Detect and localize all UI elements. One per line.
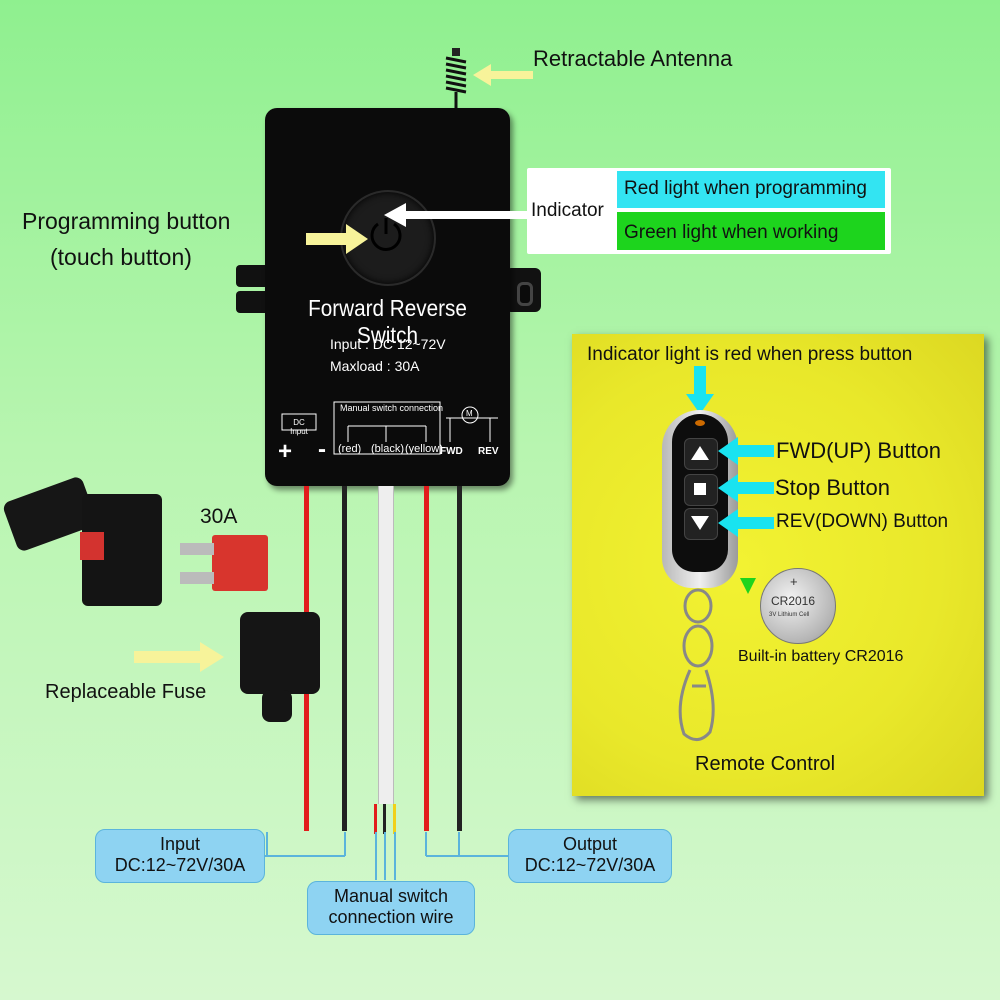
fwd-button-label: FWD(UP) Button xyxy=(776,438,942,463)
antenna-label: Retractable Antenna xyxy=(533,46,733,71)
terminal-minus: - xyxy=(318,436,326,463)
input-bubble: Input DC:12~72V/30A xyxy=(95,829,265,883)
manual-switch-bubble: Manual switch connection wire xyxy=(307,881,475,935)
stop-arrow-icon xyxy=(718,474,774,502)
wire-output-black xyxy=(457,486,462,831)
fuse-rating-label: 30A xyxy=(200,505,238,528)
device-maxload-spec: Maxload : 30A xyxy=(330,358,420,374)
battery-label: Built-in battery CR2016 xyxy=(738,648,904,665)
indicator-red-row xyxy=(617,171,885,208)
input-bubble-spec: DC:12~72V/30A xyxy=(114,855,246,875)
wire-manual-black-tip xyxy=(383,804,386,834)
remote-panel xyxy=(572,334,984,796)
programming-touch-button[interactable] xyxy=(340,190,436,286)
fuse-holder-installed xyxy=(240,612,320,694)
battery-cell xyxy=(760,568,836,644)
programming-arrow-icon xyxy=(306,224,368,254)
remote-led-icon xyxy=(695,420,705,426)
replaceable-fuse-label: Replaceable Fuse xyxy=(45,681,207,703)
power-icon xyxy=(365,214,407,261)
fuse-prong-bottom xyxy=(180,572,214,584)
indicator-label: Indicator xyxy=(531,200,604,221)
output-bubble-title: Output xyxy=(562,834,618,854)
indicator-arrow-icon xyxy=(384,203,529,227)
input-bubble-title: Input xyxy=(159,834,201,854)
antenna xyxy=(443,48,469,110)
indicator-green-row xyxy=(617,212,885,250)
wire-manual-yellow-tip xyxy=(393,804,396,834)
output-bubble: Output DC:12~72V/30A xyxy=(508,829,672,883)
up-triangle-icon xyxy=(691,446,709,460)
terminal-fwd: FWD xyxy=(440,446,463,457)
dc-input-label: DC Input xyxy=(290,418,308,436)
terminal-red: (red) xyxy=(338,443,362,455)
manual-bubble-line2: connection wire xyxy=(328,907,454,927)
battery-plus: + xyxy=(790,574,798,589)
motor-label: M xyxy=(466,409,473,418)
remote-control-label: Remote Control xyxy=(695,753,836,775)
remote-indicator-arrow-icon xyxy=(686,366,714,414)
mount-ear-left-bottom xyxy=(236,291,270,313)
battery-sub: 3V Lithium Cell xyxy=(769,612,810,618)
battery-name: CR2016 xyxy=(771,594,816,608)
programming-button-label: Programming button xyxy=(22,208,231,234)
manual-bubble-line1: Manual switch xyxy=(333,886,449,906)
remote-indicator-label: Indicator light is red when press button xyxy=(587,344,913,365)
down-triangle-icon xyxy=(691,516,709,530)
fuse-cap-installed xyxy=(262,690,292,722)
rev-button-label: REV(DOWN) Button xyxy=(776,511,949,532)
mount-ear-left-top xyxy=(236,265,270,287)
mount-hole-right-icon xyxy=(517,282,533,306)
stop-button-label: Stop Button xyxy=(775,475,890,500)
fuse-blade xyxy=(212,535,268,591)
rev-arrow-icon xyxy=(718,509,774,537)
terminal-yellow: (yellow) xyxy=(405,443,443,455)
fuse-arrow-icon xyxy=(134,642,224,672)
wire-input-black xyxy=(342,486,347,831)
battery-check-icon xyxy=(740,578,756,594)
antenna-arrow-icon xyxy=(473,64,533,86)
device-input-spec: Input : DC 12~72V xyxy=(330,336,446,352)
fuse-prong-top xyxy=(180,543,214,555)
keyring-icon xyxy=(678,588,715,741)
output-bubble-spec: DC:12~72V/30A xyxy=(524,855,656,875)
fwd-arrow-icon xyxy=(718,437,774,465)
wire-manual-red-tip xyxy=(374,804,377,834)
indicator-red-text: Red light when programming xyxy=(624,178,867,199)
indicator-green-text: Green light when working xyxy=(624,222,839,243)
device-title: Forward Reverse Switch xyxy=(308,295,467,348)
terminal-rev: REV xyxy=(478,446,499,457)
terminal-panel xyxy=(268,396,508,466)
manual-conn-label: Manual switch connection xyxy=(340,403,444,413)
terminal-black: (black) xyxy=(371,443,405,455)
fuse-holder-red-blade xyxy=(80,532,104,560)
antenna-coil-icon xyxy=(445,48,467,110)
programming-button-sublabel: (touch button) xyxy=(50,244,192,270)
stop-square-icon xyxy=(694,483,706,495)
terminal-plus: + xyxy=(278,438,293,465)
wire-output-red xyxy=(424,486,429,831)
wire-manual-white xyxy=(378,486,394,804)
